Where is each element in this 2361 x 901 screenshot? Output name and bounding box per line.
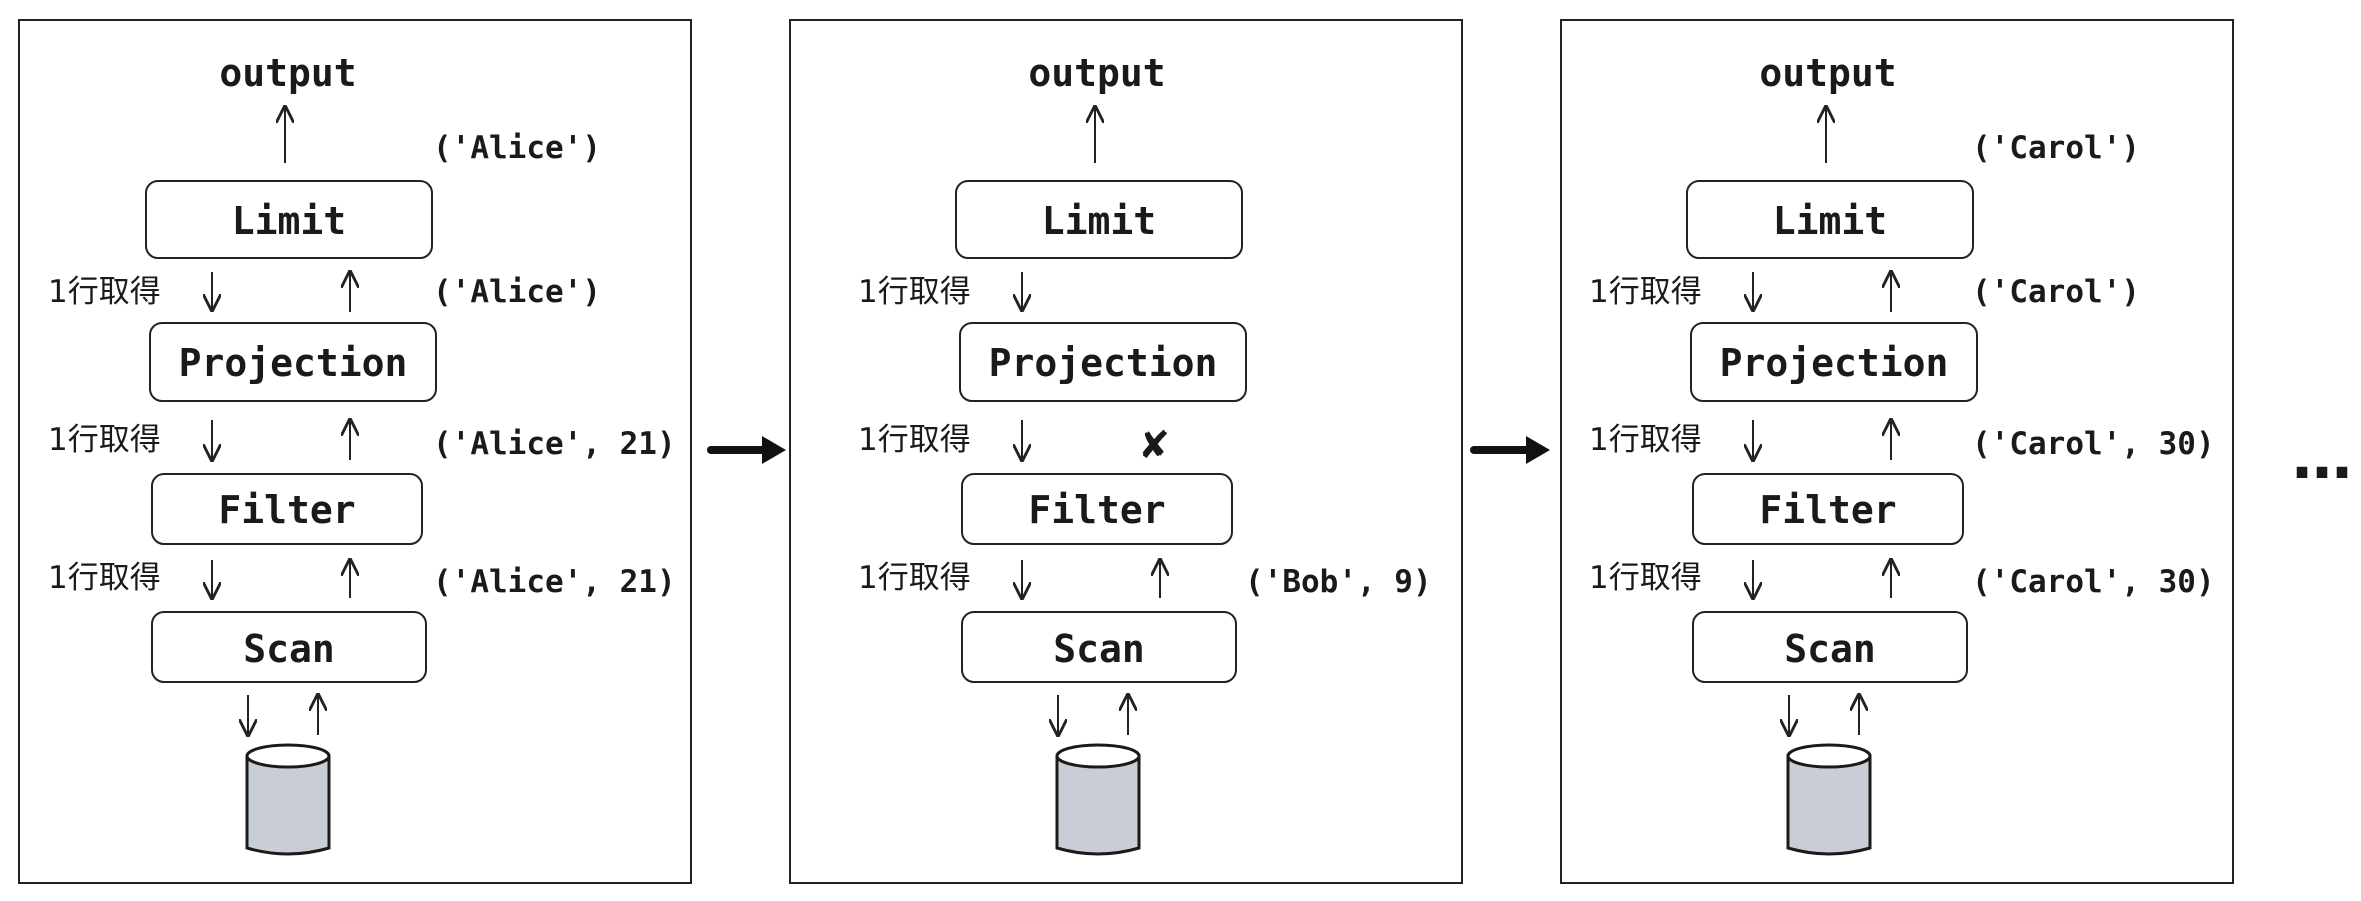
panel-3-projection-node: Projection (1690, 322, 1978, 402)
panel-1-projection-box (149, 322, 437, 402)
panel-3-projection-input-tuple: ('Carol', 30) (1972, 426, 2215, 462)
panel-1-limit-node: Limit (145, 180, 433, 259)
panel-1-output-tuple: ('Alice') (433, 130, 601, 166)
panel-1-filter-node: Filter (151, 473, 423, 545)
panel-3-scan-box (1692, 611, 1968, 683)
panel-3-projection-label: Projection (1720, 341, 1949, 385)
panel-1-filter-input-tuple: ('Alice', 21) (433, 564, 676, 600)
panel-2-limit-box (955, 180, 1243, 259)
panel-3-database-icon (1786, 743, 1872, 856)
panel-1-request-label: 1行取得 (48, 560, 161, 596)
panel-1-limit-input-tuple: ('Alice') (433, 274, 601, 310)
transition-arrow-1 (707, 436, 786, 464)
panel-3-request-label: 1行取得 (1589, 422, 1702, 458)
panel-2-limit-node: Limit (955, 180, 1243, 259)
panel-1-scan-box (151, 611, 427, 683)
panel-2-projection-node: Projection (959, 322, 1247, 402)
panel-3-frame (1560, 19, 2234, 884)
panel-3-filter-box (1692, 473, 1964, 545)
panel-2-request-label: 1行取得 (858, 422, 971, 458)
panel-3-filter-input-tuple: ('Carol', 30) (1972, 564, 2215, 600)
panel-3-limit-input-tuple: ('Carol') (1972, 274, 2140, 310)
panel-1-database-icon (245, 743, 331, 856)
panel-2-output-label: output (1028, 51, 1165, 95)
panel-1-filter-box (151, 473, 423, 545)
panel-3-output-label: output (1759, 51, 1896, 95)
panel-2-reject-mark: ✘ (1138, 423, 1170, 467)
panel-1-projection-node: Projection (149, 322, 437, 402)
panel-2-projection-box (959, 322, 1247, 402)
panel-3-request-label: 1行取得 (1589, 274, 1702, 310)
transition-arrow-2 (1470, 436, 1550, 464)
panel-3-limit-label: Limit (1773, 199, 1887, 243)
panel-2-filter-node: Filter (961, 473, 1233, 545)
continuation-ellipsis: … (2292, 423, 2352, 493)
panel-3: output ('Carol') Limit 1行取得 ('Carol') Pr… (1560, 19, 2234, 884)
panel-3-projection-box (1690, 322, 1978, 402)
panel-2-scan-node: Scan (961, 611, 1237, 683)
panel-2-filter-input-tuple: ('Bob', 9) (1245, 564, 1432, 600)
panel-3-limit-box (1686, 180, 1974, 259)
panel-1-filter-label: Filter (218, 488, 355, 532)
panel-2-filter-label: Filter (1028, 488, 1165, 532)
panel-2-frame (789, 19, 1463, 884)
panel-1-scan-node: Scan (151, 611, 427, 683)
panel-2-request-label: 1行取得 (858, 560, 971, 596)
panel-3-scan-node: Scan (1692, 611, 1968, 683)
panel-2-database-icon (1055, 743, 1141, 856)
panel-3-request-label: 1行取得 (1589, 560, 1702, 596)
panel-2-scan-box (961, 611, 1237, 683)
panel-1-frame (18, 19, 692, 884)
panel-1-output-label: output (219, 51, 356, 95)
panel-2-projection-label: Projection (989, 341, 1218, 385)
panel-1-projection-input-tuple: ('Alice', 21) (433, 426, 676, 462)
panel-1: output ('Alice') Limit 1行取得 ('Alice') Pr… (18, 19, 692, 884)
panel-1-limit-label: Limit (232, 199, 346, 243)
panel-3-filter-label: Filter (1759, 488, 1896, 532)
panel-1-limit-box (145, 180, 433, 259)
panel-1-request-label: 1行取得 (48, 274, 161, 310)
panel-2-request-label: 1行取得 (858, 274, 971, 310)
panel-2-filter-box (961, 473, 1233, 545)
panel-1-scan-label: Scan (243, 627, 335, 671)
panel-3-scan-label: Scan (1784, 627, 1876, 671)
panel-1-request-label: 1行取得 (48, 422, 161, 458)
panel-2-scan-label: Scan (1053, 627, 1145, 671)
panel-3-filter-node: Filter (1692, 473, 1964, 545)
panel-2: output Limit 1行取得 Projection 1行取得 ✘ Filt… (789, 19, 1463, 884)
panel-1-projection-label: Projection (179, 341, 408, 385)
panel-3-output-tuple: ('Carol') (1972, 130, 2140, 166)
panel-2-limit-label: Limit (1042, 199, 1156, 243)
panel-3-limit-node: Limit (1686, 180, 1974, 259)
